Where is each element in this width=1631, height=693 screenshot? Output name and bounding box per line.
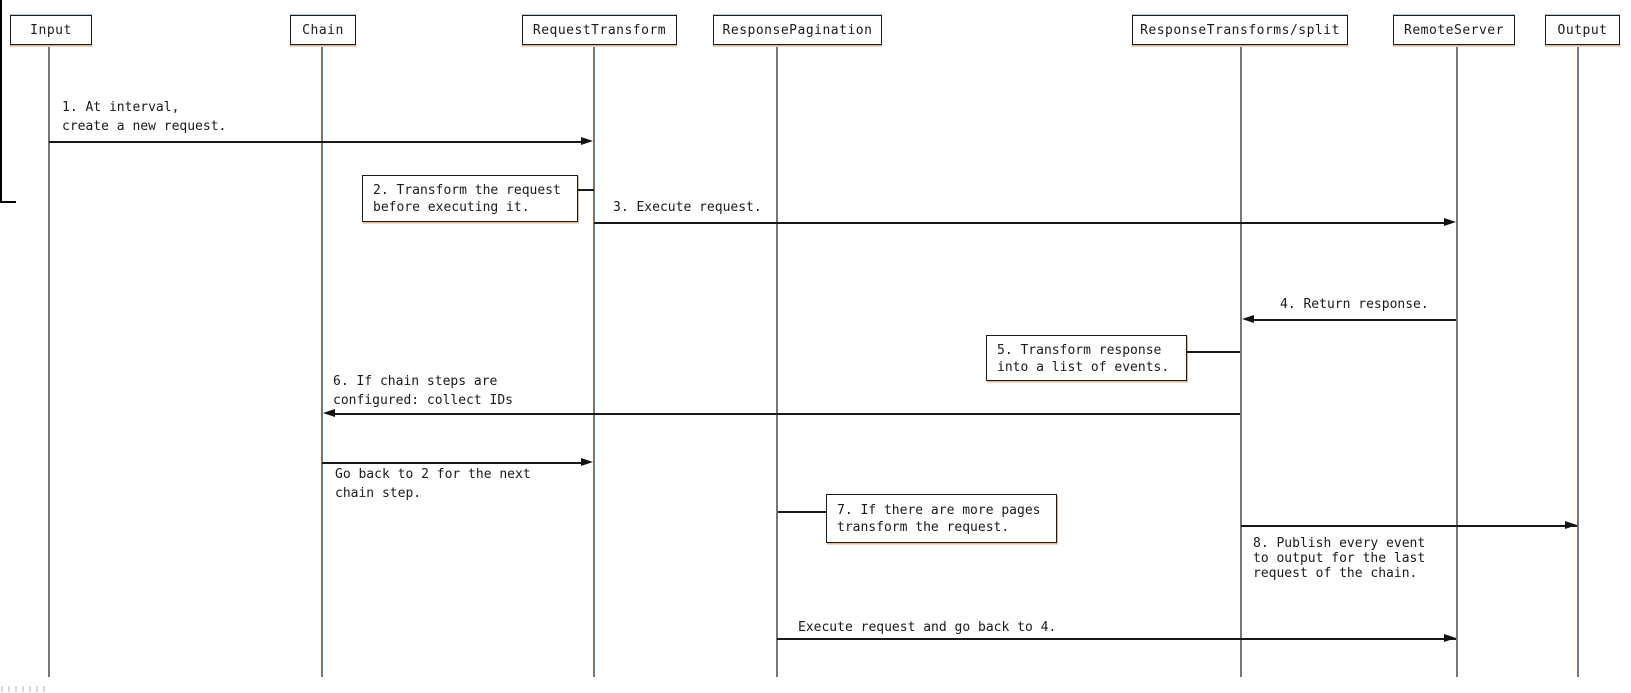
actor-label-remote-server: RemoteServer — [1404, 22, 1504, 38]
message-1-label: 1. At interval, create a new request. — [62, 98, 226, 136]
goback-arrow-line — [322, 462, 582, 464]
message-6-arrow-line — [334, 413, 1240, 415]
note-7-box: 7. If there are more pages transform the… — [826, 494, 1057, 543]
message-4-arrow-line — [1253, 319, 1456, 321]
message-3-arrow-line — [594, 222, 1445, 224]
actor-box-response-transforms-split: ResponseTransforms/split — [1132, 15, 1348, 45]
message-6-arrowhead — [323, 409, 335, 417]
note-7-line-2: transform the request. — [837, 520, 1010, 535]
goback-arrowhead — [581, 458, 593, 466]
message-9-arrow-line — [777, 638, 1456, 640]
lifeline-remote-server — [1456, 47, 1458, 677]
note-5-line-2: into a list of events. — [997, 360, 1170, 375]
actor-box-output: Output — [1545, 15, 1620, 45]
note-7-line-1: 7. If there are more pages — [837, 503, 1041, 518]
message-4-line-1: 4. Return response. — [1280, 297, 1429, 312]
goback-line-1: Go back to 2 for the next — [335, 467, 531, 482]
message-9-line-1: Execute request and go back to 4. — [798, 620, 1057, 635]
message-4-label: 4. Return response. — [1280, 295, 1429, 314]
note-2-line-1: 2. Transform the request — [373, 183, 561, 198]
message-3-arrowhead — [1444, 218, 1456, 226]
note-2-line-2: before executing it. — [373, 200, 530, 215]
message-9-arrowhead — [1444, 634, 1456, 642]
goback-line-2: chain step. — [335, 486, 422, 501]
lifeline-request-transform — [593, 47, 595, 677]
actor-label-chain: Chain — [302, 22, 344, 38]
note-7-connector — [778, 511, 826, 513]
actor-box-input: Input — [10, 15, 92, 45]
actor-label-input: Input — [30, 22, 72, 38]
message-1-arrow-line — [49, 141, 582, 143]
note-2-connector — [578, 189, 594, 191]
message-1-arrowhead — [581, 137, 593, 145]
message-9-label: Execute request and go back to 4. — [798, 618, 1056, 637]
message-8-arrow-line — [1241, 525, 1577, 527]
message-8-arrowhead — [1565, 521, 1577, 529]
message-6-line-2: configured: collect IDs — [333, 393, 514, 408]
message-8-line-3: request of the chain. — [1253, 566, 1418, 581]
message-6-label: 6. If chain steps are configured: collec… — [333, 372, 513, 410]
message-8-line-2: to output for the last — [1253, 551, 1426, 566]
message-8-label: 8. Publish every event to output for the… — [1253, 536, 1425, 581]
actor-label-output: Output — [1557, 22, 1608, 38]
lifeline-response-transforms-split — [1240, 47, 1242, 677]
left-edge-artifact-foot — [0, 201, 16, 203]
actor-label-response-transforms-split: ResponseTransforms/split — [1140, 22, 1340, 38]
message-1-line-1: 1. At interval, — [62, 100, 180, 115]
goback-label: Go back to 2 for the next chain step. — [335, 465, 531, 503]
message-3-label: 3. Execute request. — [613, 198, 762, 217]
actor-box-chain: Chain — [290, 15, 356, 45]
actor-label-response-pagination: ResponsePagination — [722, 22, 873, 38]
actor-box-request-transform: RequestTransform — [522, 15, 677, 45]
lifeline-input — [48, 47, 50, 677]
note-5-box: 5. Transform response into a list of eve… — [986, 335, 1187, 381]
lifeline-response-pagination — [776, 47, 778, 677]
actor-label-request-transform: RequestTransform — [532, 22, 667, 38]
message-4-arrowhead — [1242, 315, 1254, 323]
note-5-line-1: 5. Transform response — [997, 343, 1162, 358]
lifeline-output — [1577, 47, 1579, 677]
message-1-line-2: create a new request. — [62, 119, 227, 134]
message-6-line-1: 6. If chain steps are — [333, 374, 498, 389]
lifeline-chain — [321, 47, 323, 677]
message-8-line-1: 8. Publish every event — [1253, 536, 1426, 551]
bottom-edge-artifact — [1, 686, 47, 692]
message-3-line-1: 3. Execute request. — [613, 200, 762, 215]
left-edge-artifact-vertical — [0, 0, 2, 203]
actor-box-remote-server: RemoteServer — [1393, 15, 1515, 45]
actor-box-response-pagination: ResponsePagination — [713, 15, 882, 45]
note-5-connector — [1187, 351, 1240, 353]
note-2-box: 2. Transform the request before executin… — [362, 175, 578, 222]
